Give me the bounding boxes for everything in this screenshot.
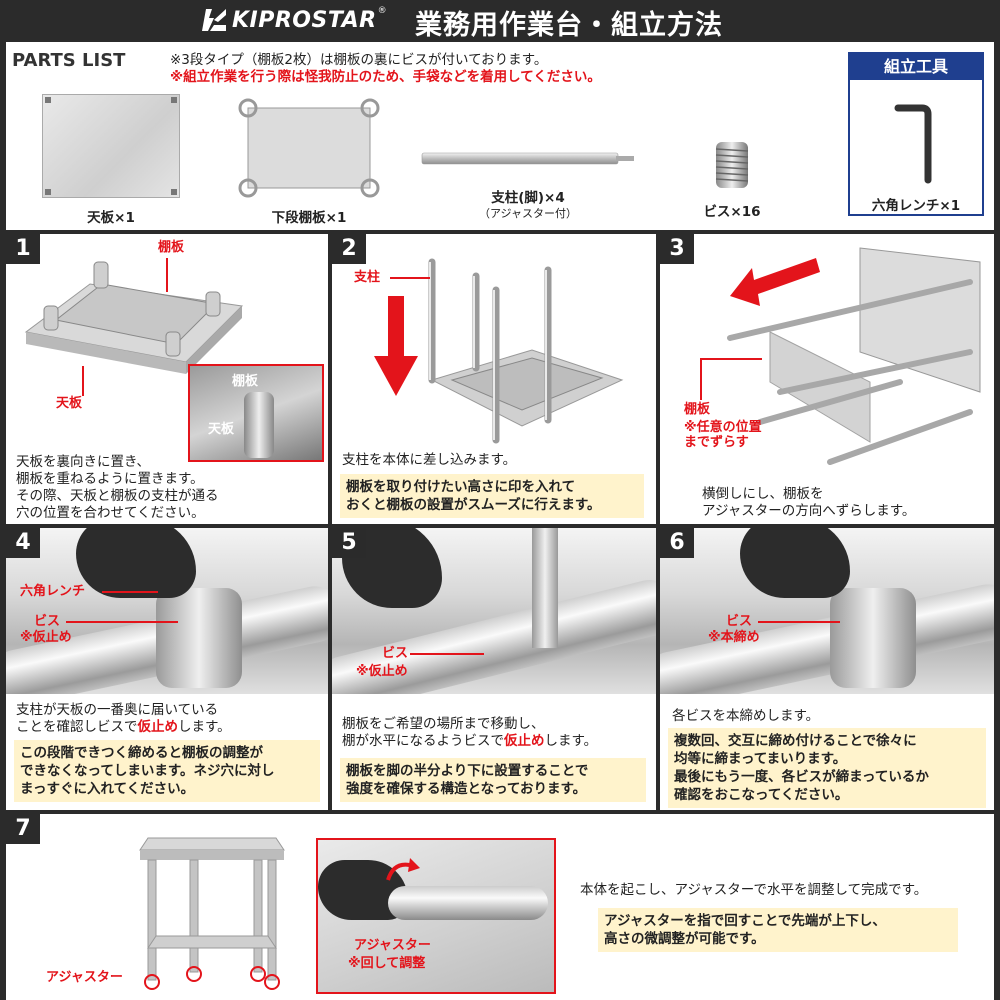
step-3-instructions: 横倒しにし、棚板を アジャスターの方向へずらします。 bbox=[702, 486, 916, 519]
page-header: KIPROSTAR ® 業務用作業台・組立方法 bbox=[0, 0, 1000, 41]
instruction-emphasis: 仮止め bbox=[504, 733, 545, 749]
step-5-panel: 5 ビス ※仮止め 棚板をご希望の場所まで移動し、 棚が水平になるようビスで仮止… bbox=[332, 528, 656, 810]
instruction-text: します。 bbox=[178, 719, 231, 735]
step-4-panel: 4 六角レンチ ビス ※仮止め 支柱が天板の一番奥に届いている ことを確認しビス… bbox=[6, 528, 328, 810]
step-6-panel: 6 ビス ※本締め 各ビスを本締めします。 複数回、交互に締め付けることで徐々に… bbox=[660, 528, 994, 810]
label-temporary-fix: ※仮止め bbox=[20, 630, 72, 645]
step-1-detail-inset bbox=[188, 364, 324, 462]
label-final-tighten: ※本締め bbox=[708, 630, 760, 645]
adjuster-detail-photo bbox=[316, 838, 556, 994]
label-hex-wrench: 六角レンチ bbox=[20, 584, 86, 599]
step-7-tip: アジャスターを指で回すことで先端が上下し、 高さの微調整が可能です。 bbox=[598, 908, 958, 952]
part-sublabel-post: （アジャスター付） bbox=[478, 207, 577, 220]
step-4-instructions: 支柱が天板の一番奥に届いている ことを確認しビスで仮止めします。 bbox=[16, 702, 231, 736]
label-adjuster-detail: アジャスター bbox=[354, 938, 431, 953]
label-top-plate: 天板 bbox=[56, 396, 83, 411]
step-number: 6 bbox=[660, 528, 694, 558]
leader-line bbox=[66, 621, 178, 623]
step-number: 1 bbox=[6, 234, 40, 264]
step-7-panel: 7 アジャスター アジャスター ※回して調整 本体を起こし、アジャスターで水平を… bbox=[6, 814, 994, 1000]
label-post: 支柱 bbox=[354, 270, 381, 285]
top-plate-image bbox=[42, 94, 180, 198]
label-screw: ビス bbox=[382, 646, 409, 661]
step-6-tip: 複数回、交互に締め付けることで徐々に 均等に締まってまいります。 最後にもう一度… bbox=[668, 728, 986, 808]
hex-wrench-icon bbox=[894, 104, 932, 184]
leader-line bbox=[700, 358, 762, 360]
part-label-screw: ビス×16 bbox=[703, 204, 761, 220]
step-2-instructions: 支柱を本体に差し込みます。 bbox=[342, 452, 517, 468]
step-number: 4 bbox=[6, 528, 40, 558]
label-shift-any-position: ※任意の位置 までずらす bbox=[684, 420, 762, 450]
leader-line bbox=[166, 258, 168, 292]
label-turn-to-adjust: ※回して調整 bbox=[348, 956, 426, 971]
step-3-illustration bbox=[727, 247, 981, 465]
arrow-down-icon bbox=[374, 296, 418, 396]
completed-table-illustration bbox=[139, 837, 285, 990]
step-2-tip: 棚板を取り付けたい高さに印を入れて おくと棚板の設置がスムーズに行えます。 bbox=[340, 474, 644, 518]
step-3-panel: 3 棚板 ※任意の位置 までずらす 横倒しにし、棚板を アジャスターの方向へずら… bbox=[660, 234, 994, 524]
instruction-text: します。 bbox=[544, 733, 598, 749]
label-adjuster: アジャスター bbox=[46, 970, 123, 985]
lower-shelf-image bbox=[238, 98, 380, 198]
step-4-caution: この段階できつく締めると棚板の調整が できなくなってしまいます。ネジ穴に対し ま… bbox=[14, 740, 320, 802]
tool-label: 六角レンチ×1 bbox=[871, 198, 961, 214]
screw-image bbox=[715, 142, 749, 188]
part-label-top-plate: 天板×1 bbox=[87, 210, 135, 226]
part-label-lower-shelf: 下段棚板×1 bbox=[271, 210, 347, 226]
label-temporary-fix: ※仮止め bbox=[356, 664, 408, 679]
brand-logo: KIPROSTAR ® bbox=[200, 6, 387, 34]
instruction-text: 支柱が天板の一番奥に届いている ことを確認しビスで bbox=[16, 702, 219, 735]
step-4-photo bbox=[6, 528, 328, 694]
leader-line bbox=[410, 653, 484, 655]
rotate-arrow-icon bbox=[386, 858, 420, 881]
page-title: 業務用作業台・組立方法 bbox=[415, 10, 723, 41]
label-shelf: 棚板 bbox=[158, 240, 185, 255]
leader-line bbox=[700, 358, 702, 400]
arrow-left-icon bbox=[730, 258, 820, 306]
inset-label-shelf: 棚板 bbox=[232, 374, 259, 389]
step-1-instructions: 天板を裏向きに置き、 棚板を重ねるように置きます。 その際、天板と棚板の支柱が通… bbox=[16, 454, 219, 521]
leader-line bbox=[390, 277, 430, 279]
step-1-panel: 1 棚板 天板 棚板 天板 天板を裏向きに置き、 棚板を重ねるように置きます。 … bbox=[6, 234, 328, 524]
leader-line bbox=[82, 366, 84, 396]
instruction-emphasis: 仮止め bbox=[137, 719, 179, 735]
parts-note: ※3段タイプ（棚板2枚）は棚板の裏にビスが付いております。 bbox=[170, 52, 548, 68]
post-leg-image bbox=[421, 152, 634, 165]
step-5-tip: 棚板を脚の半分より下に設置することで 強度を確保する構造となっております。 bbox=[340, 758, 646, 802]
step-number: 5 bbox=[332, 528, 366, 558]
label-screw: ビス bbox=[34, 614, 61, 629]
step-number: 7 bbox=[6, 814, 40, 844]
step-6-photo bbox=[660, 528, 994, 694]
kiprostar-logo-icon bbox=[202, 9, 226, 31]
step-5-photo bbox=[332, 528, 656, 694]
parts-list-title: PARTS LIST bbox=[12, 50, 126, 71]
leader-line bbox=[758, 621, 840, 623]
step-1-illustration bbox=[24, 261, 244, 374]
brand-name: KIPROSTAR bbox=[232, 7, 377, 33]
step-5-instructions: 棚板をご希望の場所まで移動し、 棚が水平になるようビスで仮止めします。 bbox=[342, 716, 597, 750]
assembly-tool-box: 組立工具 六角レンチ×1 bbox=[848, 52, 984, 216]
step-2-illustration bbox=[428, 258, 624, 444]
part-label-post: 支柱(脚)×4 bbox=[491, 190, 565, 206]
registered-mark: ® bbox=[377, 6, 387, 16]
instruction-text: 棚板をご希望の場所まで移動し、 棚が水平になるようビスで bbox=[342, 716, 545, 749]
step-number: 2 bbox=[332, 234, 366, 264]
step-2-panel: 2 支柱 支柱を本体に差し込みます。 棚板を取り付けたい高さに印を入れて おくと… bbox=[332, 234, 656, 524]
label-shelf: 棚板 bbox=[684, 402, 711, 417]
parts-warning: ※組立作業を行う際は怪我防止のため、手袋などを着用してください。 bbox=[170, 69, 601, 85]
label-screw: ビス bbox=[726, 614, 753, 629]
tool-box-heading: 組立工具 bbox=[850, 54, 982, 80]
step-6-instructions: 各ビスを本締めします。 bbox=[672, 708, 820, 724]
step-number: 3 bbox=[660, 234, 694, 264]
leader-line bbox=[102, 591, 158, 593]
step-7-instructions: 本体を起こし、アジャスターで水平を調整して完成です。 bbox=[580, 882, 928, 898]
parts-list-panel: PARTS LIST ※3段タイプ（棚板2枚）は棚板の裏にビスが付いております。… bbox=[6, 42, 994, 230]
inset-label-top: 天板 bbox=[208, 422, 235, 437]
